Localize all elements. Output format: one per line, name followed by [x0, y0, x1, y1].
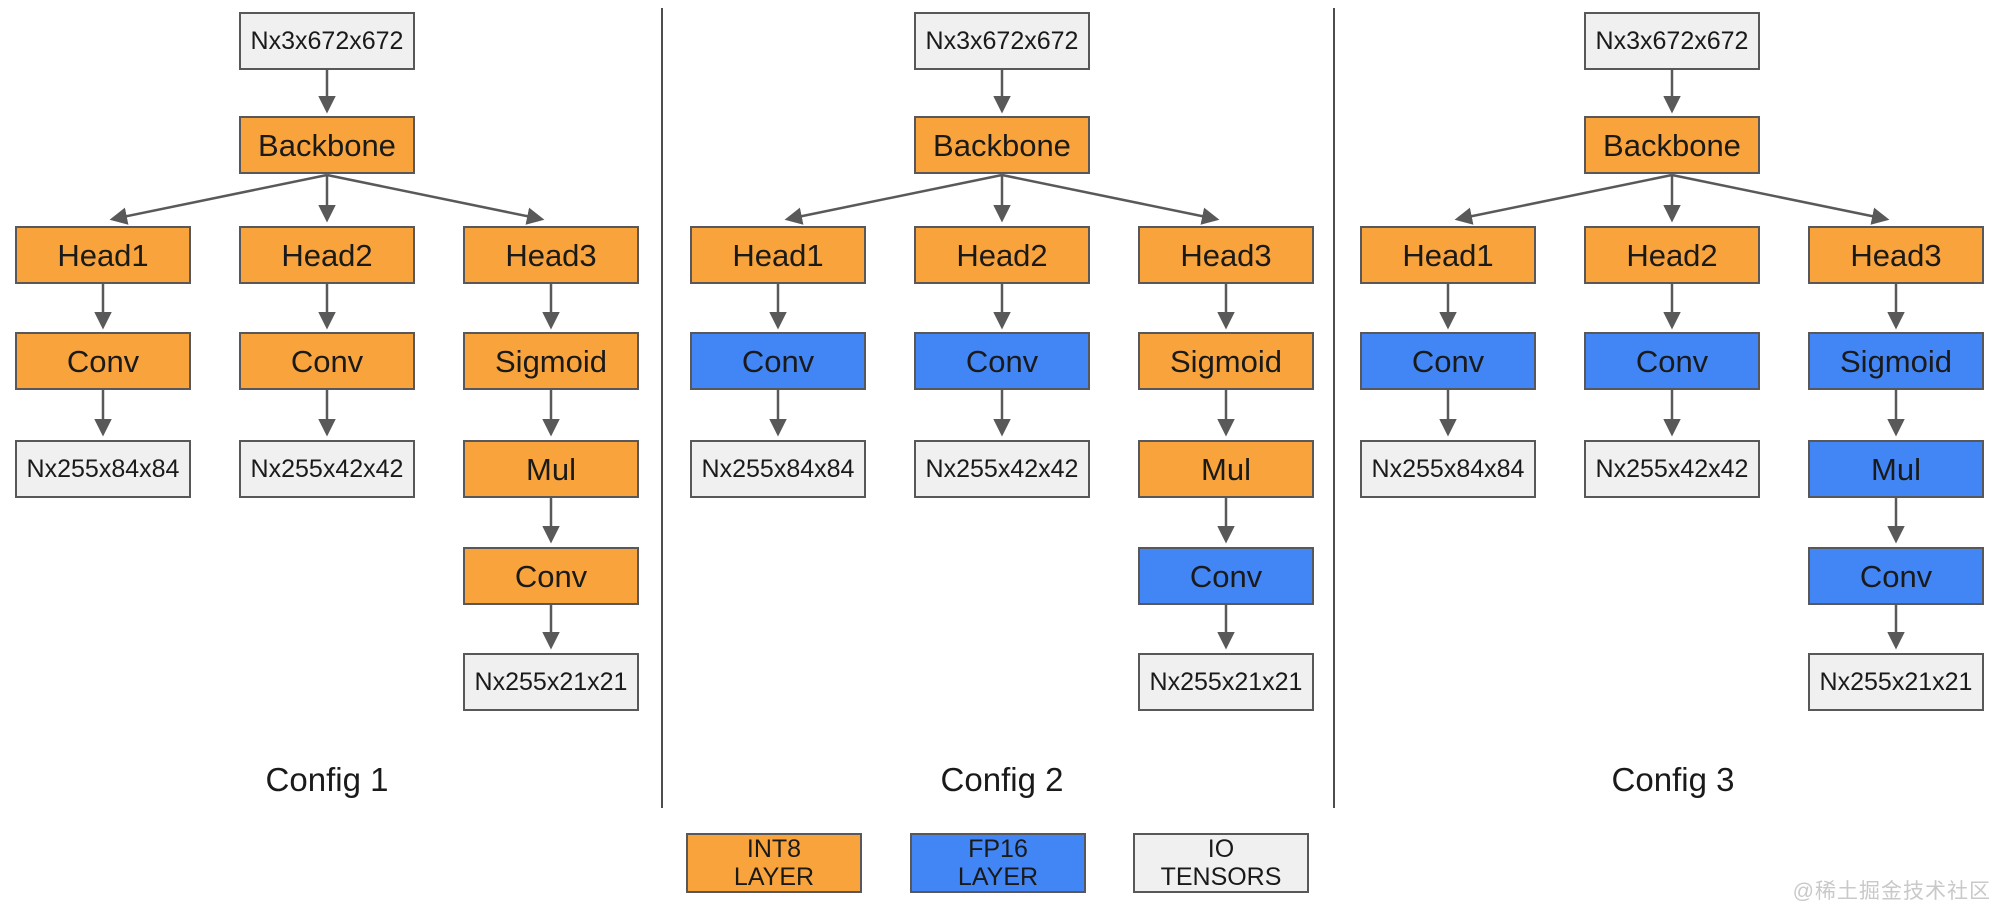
- node-config3-head2: Head2: [1584, 226, 1760, 284]
- node-config3-head3-sigmoid: Sigmoid: [1808, 332, 1984, 390]
- legend-fp16-layer: FP16 LAYER: [910, 833, 1086, 893]
- node-config2-head3: Head3: [1138, 226, 1314, 284]
- legend-label-line: FP16: [968, 835, 1028, 863]
- node-config3-head1-output-tensor: Nx255x84x84: [1360, 440, 1536, 498]
- node-config1-backbone: Backbone: [239, 116, 415, 174]
- arrow: [1671, 173, 1890, 225]
- node-config1-head2-conv: Conv: [239, 332, 415, 390]
- node-config1-head2: Head2: [239, 226, 415, 284]
- config-1-label: Config 1: [265, 761, 389, 798]
- node-config2-head1-output-tensor: Nx255x84x84: [690, 440, 866, 498]
- node-config2-head2-output-tensor: Nx255x42x42: [914, 440, 1090, 498]
- node-config1-head3-sigmoid: Sigmoid: [463, 332, 639, 390]
- arrow: [1001, 173, 1220, 225]
- node-config1-head2-output-tensor: Nx255x42x42: [239, 440, 415, 498]
- node-config3-head3-output-tensor: Nx255x21x21: [1808, 653, 1984, 711]
- config-3-label: Config 3: [1611, 761, 1735, 798]
- arrow: [1454, 173, 1673, 225]
- node-config1-head3-mul: Mul: [463, 440, 639, 498]
- arrow: [784, 173, 1003, 225]
- node-config1-head3-conv: Conv: [463, 547, 639, 605]
- legend-io-tensors: IO TENSORS: [1133, 833, 1309, 893]
- config-2-label: Config 2: [940, 761, 1064, 798]
- node-config1-input-tensor: Nx3x672x672: [239, 12, 415, 70]
- node-config2-head3-output-tensor: Nx255x21x21: [1138, 653, 1314, 711]
- legend-label-line: LAYER: [957, 863, 1039, 891]
- node-config2-backbone: Backbone: [914, 116, 1090, 174]
- node-config1-head1-conv: Conv: [15, 332, 191, 390]
- node-config3-head1: Head1: [1360, 226, 1536, 284]
- node-config3-head3: Head3: [1808, 226, 1984, 284]
- node-config1-head1-output-tensor: Nx255x84x84: [15, 440, 191, 498]
- node-config2-head1: Head1: [690, 226, 866, 284]
- node-config3-input-tensor: Nx3x672x672: [1584, 12, 1760, 70]
- node-config3-head2-conv: Conv: [1584, 332, 1760, 390]
- legend-label-line: TENSORS: [1160, 863, 1282, 891]
- node-config2-head3-sigmoid: Sigmoid: [1138, 332, 1314, 390]
- watermark: @稀土掘金技术社区: [1792, 880, 1991, 903]
- legend-label-line: LAYER: [733, 863, 815, 891]
- legend-label-line: IO: [1207, 835, 1235, 863]
- node-config1-head3: Head3: [463, 226, 639, 284]
- node-config2-head3-conv: Conv: [1138, 547, 1314, 605]
- node-config2-head3-mul: Mul: [1138, 440, 1314, 498]
- node-config3-head3-conv: Conv: [1808, 547, 1984, 605]
- node-config3-backbone: Backbone: [1584, 116, 1760, 174]
- node-config2-input-tensor: Nx3x672x672: [914, 12, 1090, 70]
- node-config2-head2: Head2: [914, 226, 1090, 284]
- legend-label-line: INT8: [746, 835, 802, 863]
- legend-int8-layer: INT8 LAYER: [686, 833, 862, 893]
- node-config1-head3-output-tensor: Nx255x21x21: [463, 653, 639, 711]
- node-config3-head1-conv: Conv: [1360, 332, 1536, 390]
- node-config3-head2-output-tensor: Nx255x42x42: [1584, 440, 1760, 498]
- node-config3-head3-mul: Mul: [1808, 440, 1984, 498]
- node-config2-head1-conv: Conv: [690, 332, 866, 390]
- node-config2-head2-conv: Conv: [914, 332, 1090, 390]
- arrow: [326, 173, 545, 225]
- arrow: [109, 173, 328, 225]
- node-config1-head1: Head1: [15, 226, 191, 284]
